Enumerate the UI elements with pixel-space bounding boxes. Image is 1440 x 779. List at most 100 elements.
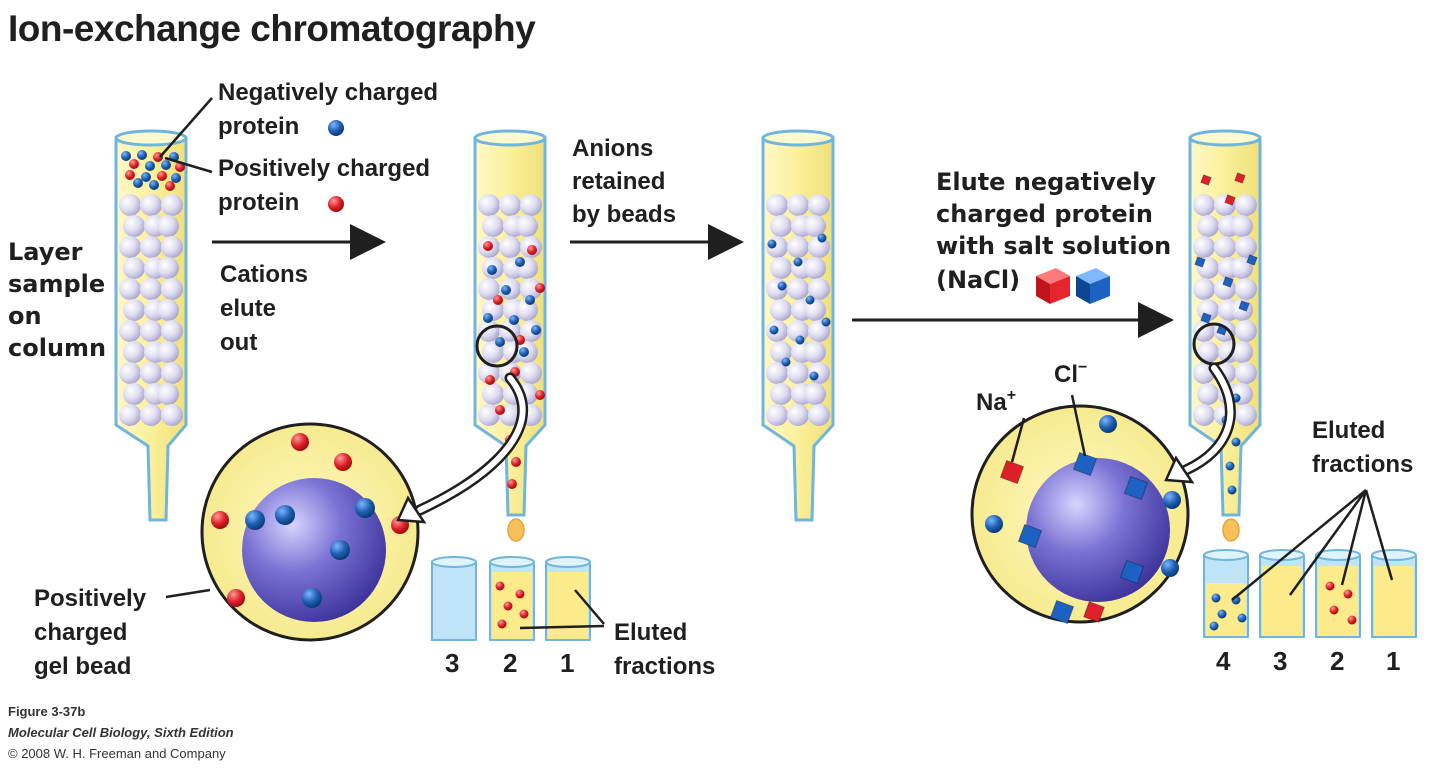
tube-number-right-2: 2 — [1330, 646, 1345, 676]
positive-protein — [493, 295, 503, 305]
column-2-beads — [478, 194, 542, 426]
positive-protein — [495, 581, 505, 591]
resin-bead — [123, 341, 145, 363]
resin-bead — [1193, 194, 1215, 216]
resin-bead — [140, 320, 162, 342]
positive-protein — [535, 283, 545, 293]
na-text: Na — [976, 389, 1007, 416]
tube-number-left-3: 3 — [445, 648, 460, 678]
resin-bead — [478, 194, 500, 216]
negative-protein — [275, 505, 295, 525]
negative-protein — [161, 160, 171, 170]
resin-bead — [1197, 215, 1219, 237]
positive-protein — [495, 405, 505, 415]
negative-protein — [501, 285, 511, 295]
chloride-ion — [1194, 256, 1206, 268]
pointer-positive-protein — [164, 156, 213, 174]
tube-right-4 — [1203, 549, 1249, 638]
resin-bead — [140, 362, 162, 384]
resin-bead — [804, 341, 826, 363]
negative-protein — [141, 172, 151, 182]
positive-protein — [507, 479, 517, 489]
resin-bead — [157, 257, 179, 279]
cl-sign: − — [1078, 359, 1088, 376]
caption-book: Molecular Cell Biology, Sixth Edition — [8, 725, 234, 740]
zoom-arrow-left-head — [396, 495, 427, 524]
label-elute-1: Elute negatively — [936, 168, 1157, 196]
label-negatively-charged: Negatively charged — [218, 79, 439, 106]
column-4-drop — [1222, 518, 1240, 542]
negative-protein — [483, 313, 493, 323]
diagram-title: Ion-exchange chromatography — [8, 8, 536, 49]
resin-bead — [520, 278, 542, 300]
chloride-ion — [1017, 523, 1043, 549]
resin-bead — [1235, 320, 1257, 342]
resin-bead — [770, 215, 792, 237]
resin-bead — [140, 194, 162, 216]
resin-bead — [1231, 341, 1253, 363]
negative-protein — [1227, 485, 1237, 495]
resin-bead — [1235, 404, 1257, 426]
negative-protein — [509, 315, 519, 325]
resin-bead — [478, 278, 500, 300]
negative-protein — [1163, 491, 1181, 509]
resin-bead — [478, 404, 500, 426]
label-cations-3: out — [220, 329, 258, 356]
resin-bead — [499, 236, 521, 258]
label-negatively-protein: protein — [218, 113, 300, 140]
negative-protein — [245, 510, 265, 530]
positive-protein — [503, 601, 513, 611]
resin-bead — [482, 383, 504, 405]
negative-protein — [1231, 437, 1241, 447]
resin-bead — [1197, 341, 1219, 363]
positive-protein — [1347, 615, 1357, 625]
resin-bead — [766, 404, 788, 426]
label-gel-bead-3: gel bead — [34, 653, 132, 680]
positive-protein — [129, 159, 139, 169]
positive-protein — [483, 241, 493, 251]
negative-protein — [1225, 461, 1235, 471]
pointer-negative-protein — [159, 97, 213, 158]
resin-bead — [770, 257, 792, 279]
positive-protein — [125, 170, 135, 180]
resin-bead — [123, 257, 145, 279]
column-3 — [761, 129, 835, 522]
positive-protein — [527, 245, 537, 255]
resin-bead — [1235, 194, 1257, 216]
resin-bead — [1193, 236, 1215, 258]
fraction-tubes-left — [431, 556, 605, 641]
resin-bead — [157, 341, 179, 363]
tube-number-right-1: 1 — [1386, 646, 1401, 676]
column-2-drop — [507, 518, 525, 542]
resin-bead — [787, 278, 809, 300]
label-elute-4: (NaCl) — [936, 266, 1021, 294]
negative-protein — [793, 257, 803, 267]
negative-protein — [133, 178, 143, 188]
resin-bead — [804, 257, 826, 279]
chloride-ion — [1049, 599, 1075, 625]
nacl-cubes — [1036, 268, 1110, 304]
chloride-ion — [1222, 276, 1234, 288]
tube-number-right-4: 4 — [1216, 646, 1231, 676]
resin-bead — [140, 278, 162, 300]
resin-bead — [1214, 236, 1236, 258]
positive-protein — [1343, 589, 1353, 599]
resin-bead — [157, 383, 179, 405]
resin-bead — [161, 404, 183, 426]
caption-copyright: © 2008 W. H. Freeman and Company — [8, 746, 226, 761]
tube-right-2 — [1315, 549, 1361, 638]
resin-bead — [1235, 278, 1257, 300]
negative-protein — [1217, 609, 1227, 619]
sodium-ion — [1083, 601, 1105, 623]
column-4 — [1188, 129, 1262, 542]
negative-protein — [137, 150, 147, 160]
negative-protein — [1099, 415, 1117, 433]
resin-bead — [1193, 404, 1215, 426]
column-2 — [473, 129, 547, 542]
positive-protein — [227, 589, 245, 607]
sodium-ion — [1200, 174, 1212, 186]
positive-protein — [485, 375, 495, 385]
negative-protein — [795, 335, 805, 345]
resin-bead — [787, 194, 809, 216]
legend-negative-dot — [328, 120, 344, 136]
